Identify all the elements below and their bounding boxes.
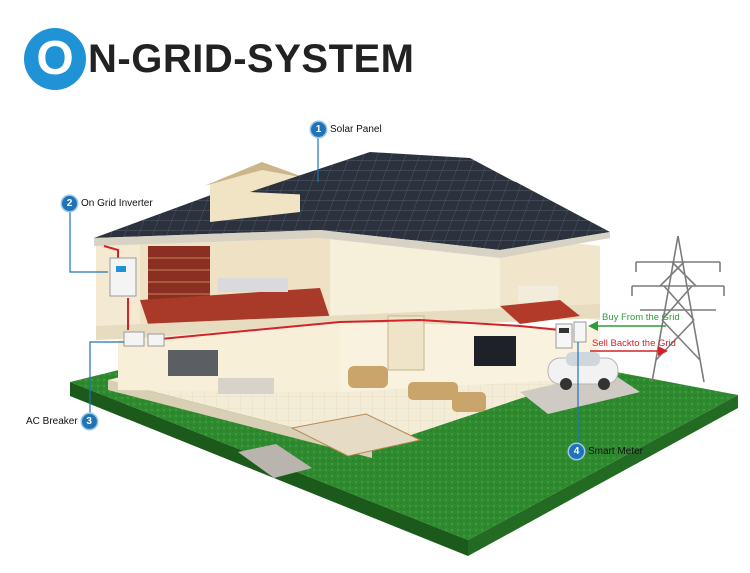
callout-4-badge: 4 [569, 444, 584, 459]
smart-meter-unit [555, 321, 587, 349]
callout-solar-panel: 1 Solar Panel [311, 122, 382, 137]
callout-ac-breaker: AC Breaker 3 [26, 414, 101, 429]
callout-on-grid-inverter: 2 On Grid Inverter [62, 196, 153, 211]
callout-4-label: Smart Meter [588, 446, 644, 457]
title-text: N-GRID-SYSTEM [88, 36, 415, 81]
sell-arrow-head [658, 346, 668, 356]
callout-smart-meter: 4 Smart Meter [569, 444, 643, 459]
power-tower [631, 235, 725, 383]
callout-3-label: AC Breaker [26, 416, 78, 427]
callout-3-badge: 3 [81, 414, 97, 429]
callout-1-label: Solar Panel [330, 124, 382, 135]
buy-from-grid-label: Buy From the Grid [602, 312, 680, 323]
buy-arrow-head [588, 321, 598, 331]
solar-roof [94, 152, 610, 258]
ac-breaker-unit [123, 331, 165, 347]
sell-back-to-grid-label: Sell Backto the Grid [592, 338, 676, 349]
title-o-circle: O [24, 28, 86, 90]
callout-lines [69, 138, 579, 446]
diagram-title: O N-GRID-SYSTEM [24, 26, 415, 92]
car [547, 352, 619, 390]
title-first-letter: O [36, 32, 74, 85]
callout-2-badge: 2 [62, 196, 77, 211]
inverter-unit [109, 257, 137, 297]
callout-1-badge: 1 [311, 122, 326, 137]
callout-2-label: On Grid Inverter [81, 198, 153, 209]
grid-arrows [588, 321, 668, 356]
